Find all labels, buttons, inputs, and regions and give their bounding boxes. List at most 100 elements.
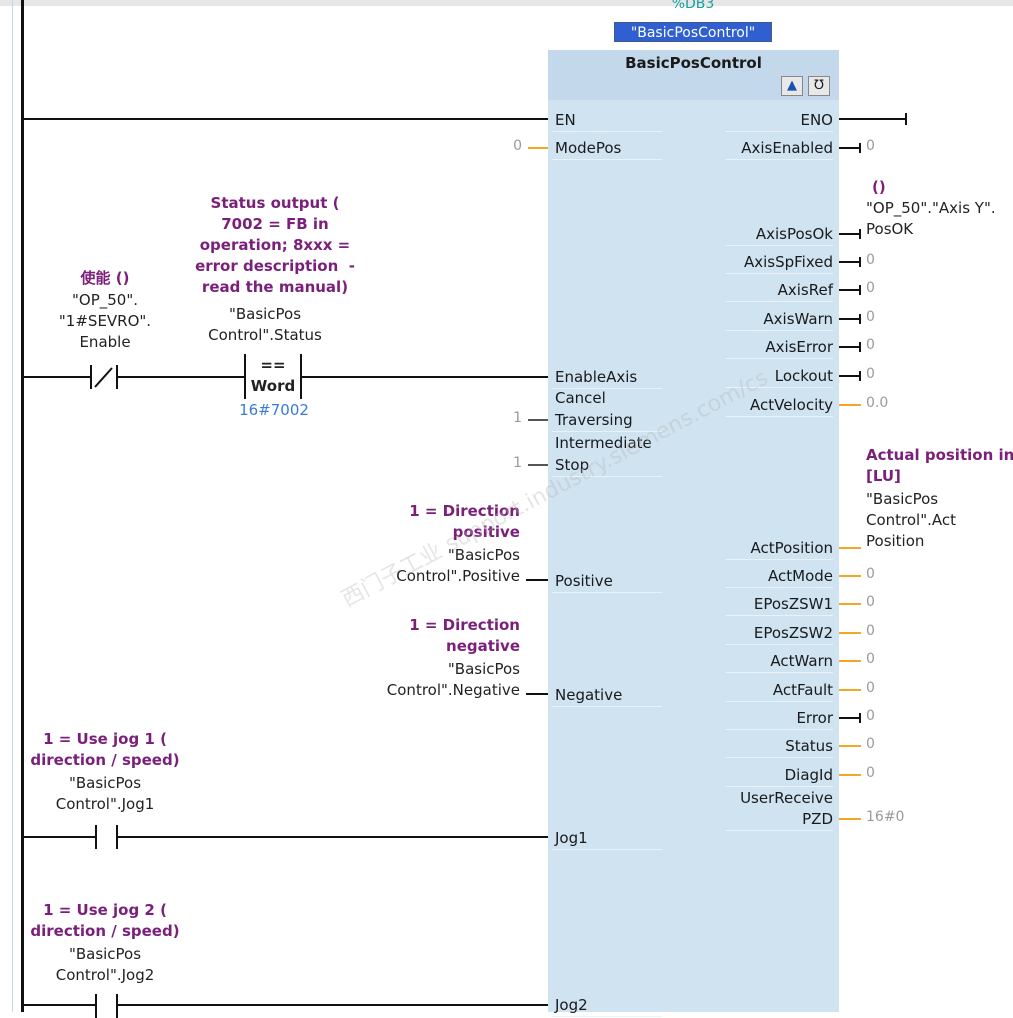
pin-underline (552, 849, 662, 850)
output-wire (839, 404, 861, 406)
rung-wire (22, 376, 90, 378)
output-value[interactable]: 0 (866, 309, 875, 325)
output-wire (839, 603, 861, 605)
output-wire (839, 745, 861, 747)
output-wire-end (859, 371, 861, 381)
instance-db-name[interactable]: "BasicPosControl" (614, 22, 772, 42)
input-pin-jog1[interactable]: Jog1 (555, 829, 588, 847)
output-pin-userreceive-pzd[interactable]: PZD (802, 810, 833, 828)
pin-underline (552, 476, 662, 477)
output-pin-axisenabled[interactable]: AxisEnabled (741, 139, 833, 157)
output-pin-actmode[interactable]: ActMode (768, 567, 833, 585)
status-operand[interactable]: "BasicPos Control".Status (208, 305, 322, 344)
output-value[interactable]: 0 (866, 651, 875, 667)
output-pin-actwarn[interactable]: ActWarn (770, 652, 833, 670)
output-pin-axisposok[interactable]: AxisPosOk (755, 225, 833, 243)
input-pin-modepos[interactable]: ModePos (555, 139, 622, 157)
function-block[interactable] (548, 50, 839, 1012)
pin-underline (725, 330, 833, 331)
input-value[interactable]: 0 (513, 138, 522, 154)
input-pin-enableaxis[interactable]: EnableAxis (555, 368, 638, 386)
block-title: BasicPosControl (625, 54, 762, 72)
top-toolbar-edge (0, 0, 1013, 6)
input-value[interactable]: 1 (513, 455, 522, 471)
output-pin-axisspfixed[interactable]: AxisSpFixed (743, 253, 833, 271)
eno-wire (839, 118, 907, 120)
output-wire-end (859, 229, 861, 239)
pin-underline (725, 159, 833, 160)
input-pin-en[interactable]: EN (555, 111, 576, 129)
output-pin-diagid[interactable]: DiagId (784, 766, 833, 784)
output-value[interactable]: 0 (866, 252, 875, 268)
jog2-operand[interactable]: "BasicPos Control".Jog2 (55, 945, 155, 984)
output-value[interactable]: 0.0 (866, 395, 889, 411)
output-value[interactable]: 0 (866, 138, 875, 154)
input-pin-intermediate-stop[interactable]: Stop (555, 456, 590, 474)
jog1-operand[interactable]: "BasicPos Control".Jog1 (55, 774, 155, 813)
output-wire (839, 346, 861, 348)
input-pin-intermediate-stop[interactable]: Intermediate (555, 434, 652, 452)
pin-underline (725, 387, 833, 388)
rung-wire (22, 1004, 96, 1006)
output-pin-actfault[interactable]: ActFault (772, 681, 833, 699)
input-value[interactable]: 1 (513, 410, 522, 426)
output-value[interactable]: 0 (866, 594, 875, 610)
output-pin-actvelocity[interactable]: ActVelocity (750, 396, 833, 414)
enable-operand[interactable]: "OP_50". "1#SEVRO". Enable (58, 291, 152, 351)
rung-wire (22, 836, 96, 838)
input-pin-cancel-traversing[interactable]: Cancel (555, 389, 606, 407)
output-wire (839, 818, 861, 820)
pin-underline (552, 388, 662, 389)
positive-wire (526, 579, 548, 581)
output-pin-userreceive-pzd[interactable]: UserReceive (740, 789, 833, 807)
output-pin-actposition[interactable]: ActPosition (750, 539, 833, 557)
diagnostics-stethoscope-icon[interactable]: ℧ (808, 76, 830, 96)
output-value[interactable]: 0 (866, 366, 875, 382)
output-pin-eposzsw2[interactable]: EPosZSW2 (753, 624, 833, 642)
output-pin-eno[interactable]: ENO (800, 111, 833, 129)
output-wire-end (859, 713, 861, 723)
input-wire (528, 419, 548, 421)
output-value[interactable]: 0 (866, 280, 875, 296)
block-view-icon[interactable]: ▲ (781, 76, 803, 96)
output-pin-axisref[interactable]: AxisRef (777, 281, 833, 299)
axisposok-comment: () (872, 178, 886, 196)
output-wire (839, 289, 861, 291)
input-pin-negative[interactable]: Negative (555, 686, 623, 704)
output-pin-status[interactable]: Status (785, 737, 833, 755)
pin-underline (552, 159, 662, 160)
output-pin-axiswarn[interactable]: AxisWarn (763, 310, 833, 328)
output-value[interactable]: 0 (866, 765, 875, 781)
jog1-comment: 1 = Use jog 1 ( direction / speed) (30, 730, 180, 769)
output-wire-end (859, 143, 861, 153)
output-value[interactable]: 0 (866, 680, 875, 696)
pin-underline (725, 644, 833, 645)
positive-operand[interactable]: "BasicPos Control".Positive (396, 546, 520, 585)
no-contact-right (116, 825, 118, 849)
output-value[interactable]: 0 (866, 623, 875, 639)
output-value[interactable]: 0 (866, 337, 875, 353)
input-pin-positive[interactable]: Positive (555, 572, 613, 590)
input-pin-jog2[interactable]: Jog2 (555, 996, 588, 1014)
output-pin-lockout[interactable]: Lockout (774, 367, 833, 385)
compare-value[interactable]: 16#7002 (239, 401, 309, 419)
output-value[interactable]: 0 (866, 736, 875, 752)
output-value[interactable]: 16#0 (866, 809, 905, 825)
input-pin-cancel-traversing[interactable]: Traversing (555, 411, 633, 429)
output-wire (839, 632, 861, 634)
pin-underline (725, 701, 833, 702)
rung-wire (118, 836, 548, 838)
negative-operand[interactable]: "BasicPos Control".Negative (386, 660, 520, 699)
margin-line (12, 0, 13, 1012)
axisposok-operand[interactable]: "OP_50"."Axis Y". PosOK (866, 199, 996, 238)
actposition-operand[interactable]: "BasicPos Control".Act Position (866, 490, 957, 550)
output-pin-eposzsw1[interactable]: EPosZSW1 (753, 595, 833, 613)
output-value[interactable]: 0 (866, 566, 875, 582)
pin-underline (552, 592, 662, 593)
output-pin-error[interactable]: Error (796, 709, 833, 727)
output-pin-axiserror[interactable]: AxisError (765, 338, 833, 356)
pin-underline (725, 273, 833, 274)
rung-wire (118, 376, 245, 378)
output-value[interactable]: 0 (866, 708, 875, 724)
en-wire (22, 118, 548, 120)
